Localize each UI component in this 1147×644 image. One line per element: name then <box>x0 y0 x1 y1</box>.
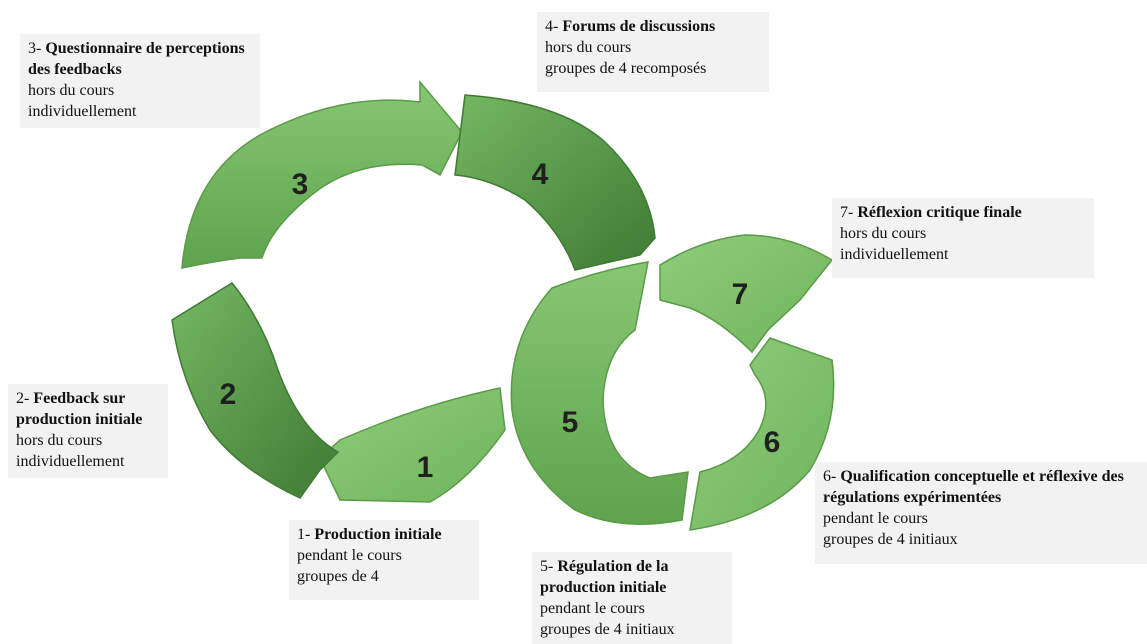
label-step-6-line-2: groupes de 4 initiaux <box>823 531 958 548</box>
segment-6: 6 <box>689 337 835 531</box>
label-step-5-number: 5- <box>540 558 554 575</box>
label-step-4-line-2: groupes de 4 recomposés <box>545 60 707 77</box>
label-step-6-line-1: pendant le cours <box>823 510 928 527</box>
segment-5-number: 5 <box>562 406 579 439</box>
label-step-3-number: 3- <box>28 40 42 57</box>
label-step-2: 2- Feedback sur production initiale hors… <box>8 384 168 478</box>
label-step-2-number: 2- <box>16 390 30 407</box>
segment-2-number: 2 <box>220 378 237 411</box>
label-step-5-line-1: pendant le cours <box>540 600 645 617</box>
label-step-1: 1- Production initiale pendant le cours … <box>289 520 479 600</box>
label-step-1-number: 1- <box>297 526 311 543</box>
label-step-7-line-2: individuellement <box>840 246 949 263</box>
label-step-2-line-1: hors du cours <box>16 432 103 449</box>
segment-1-number: 1 <box>417 451 434 484</box>
segment-1: 1 <box>319 387 506 503</box>
label-step-6-number: 6- <box>823 468 837 485</box>
segment-4-number: 4 <box>532 158 549 191</box>
label-step-7-number: 7- <box>840 204 854 221</box>
label-step-5-title: Régulation de la production initiale <box>540 558 669 596</box>
label-step-3-title: Questionnaire de perceptions des feedbac… <box>28 40 245 78</box>
label-step-3-line-2: individuellement <box>28 103 137 120</box>
segment-3-number: 3 <box>292 168 309 201</box>
label-step-1-line-2: groupes de 4 <box>297 568 379 585</box>
segment-2: 2 <box>171 282 340 499</box>
label-step-2-line-2: individuellement <box>16 453 125 470</box>
label-step-6: 6- Qualification conceptuelle et réflexi… <box>815 462 1147 564</box>
label-step-7-title: Réflexion critique finale <box>857 204 1022 221</box>
label-step-5: 5- Régulation de la production initiale … <box>532 552 732 644</box>
segment-7: 7 <box>659 234 834 354</box>
label-step-7-line-1: hors du cours <box>840 225 927 242</box>
label-step-4-number: 4- <box>545 18 559 35</box>
label-step-4-title: Forums de discussions <box>562 18 716 35</box>
label-step-4-line-1: hors du cours <box>545 39 632 56</box>
segment-3: 3 <box>181 79 463 269</box>
label-step-2-title: Feedback sur production initiale <box>16 390 143 428</box>
label-step-1-title: Production initiale <box>314 526 442 543</box>
segment-7-number: 7 <box>732 278 749 311</box>
label-step-3: 3- Questionnaire de perceptions des feed… <box>20 34 260 128</box>
segment-4: 4 <box>454 94 656 271</box>
segment-6-number: 6 <box>764 426 781 459</box>
label-step-7: 7- Réflexion critique finale hors du cou… <box>832 198 1094 278</box>
label-step-3-line-1: hors du cours <box>28 82 115 99</box>
label-step-5-line-2: groupes de 4 initiaux <box>540 621 675 638</box>
label-step-6-title: Qualification conceptuelle et réflexive … <box>823 468 1124 506</box>
label-step-4: 4- Forums de discussions hors du cours g… <box>537 12 769 92</box>
label-step-1-line-1: pendant le cours <box>297 547 402 564</box>
segment-5: 5 <box>510 261 689 525</box>
